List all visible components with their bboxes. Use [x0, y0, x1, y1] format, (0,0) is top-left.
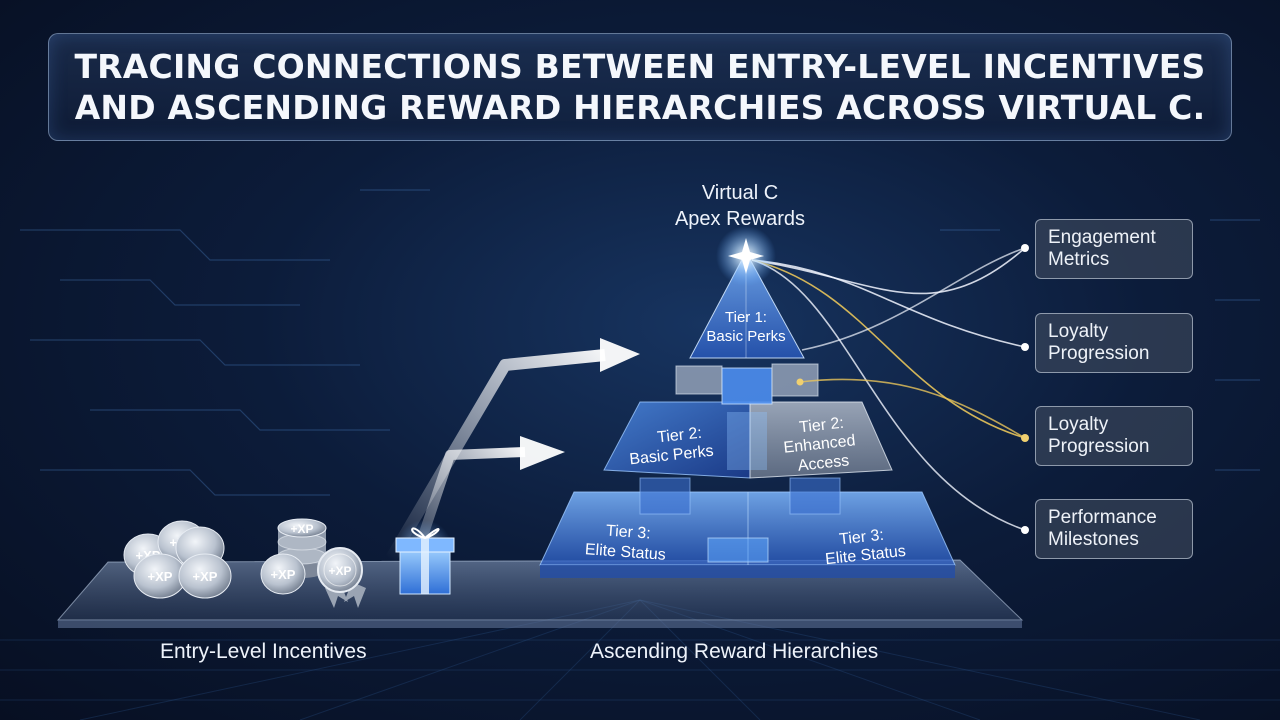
tier2-right-line1: Tier 2:	[798, 415, 844, 437]
ascending-arrow-upper	[384, 338, 640, 564]
connector-dots	[796, 244, 1029, 534]
xp-medal-label: +XP	[328, 564, 351, 578]
side-box-performance-milestones: Performance Milestones	[1035, 499, 1193, 559]
connector-loyalty-2	[751, 259, 1026, 439]
connector-engagement	[751, 247, 1026, 295]
title-line-2: AND ASCENDING REWARD HIERARCHIES ACROSS …	[74, 88, 1206, 127]
connector-tier1	[801, 247, 1026, 351]
svg-text:+XP: +XP	[148, 569, 173, 584]
title-banner: TRACING CONNECTIONS BETWEEN ENTRY-LEVEL …	[48, 33, 1232, 141]
xp-coin-cluster-left: +XP +XP +XP +XP	[123, 520, 232, 599]
xp-coin-icon: +XP	[260, 553, 306, 595]
apex-rewards-label: Virtual C Apex Rewards	[640, 180, 840, 232]
apex-star	[728, 238, 764, 274]
connector-performance	[751, 259, 1026, 531]
side-box-loyalty-progression-2: Loyalty Progression	[1035, 406, 1193, 466]
tier2-right-line3: Access	[797, 452, 850, 474]
svg-text:+XP: +XP	[193, 569, 218, 584]
title-line-1: TRACING CONNECTIONS BETWEEN ENTRY-LEVEL …	[74, 47, 1206, 86]
xp-coin-icon: +XP	[133, 553, 187, 599]
side-box-loyalty-progression-1: Loyalty Progression	[1035, 313, 1193, 373]
tier2-left-line1: Tier 2:	[656, 425, 702, 447]
tier3-left-line2: Elite Status	[584, 541, 666, 564]
tier1-line2: Basic Perks	[706, 328, 785, 345]
xp-coin-stack: +XP +XP	[260, 518, 327, 595]
circuit-lines-right	[940, 219, 1260, 471]
apex-label-line-2: Apex Rewards	[674, 208, 806, 230]
circuit-lines-left	[20, 189, 430, 496]
pyramid-tier3	[539, 477, 956, 578]
apex-label-line-1: Virtual C	[701, 182, 779, 204]
connector-cubes	[799, 378, 1026, 439]
gift-box-icon	[395, 520, 455, 595]
entry-level-incentives-label: Entry-Level Incentives	[160, 640, 367, 663]
tier3-left-line1: Tier 3:	[605, 522, 651, 542]
connector-loyalty-1	[751, 259, 1026, 348]
pyramid-cube-row	[675, 363, 819, 405]
tier1-line1: Tier 1:	[725, 309, 767, 326]
side-box-engagement-metrics: Engagement Metrics	[1035, 219, 1193, 279]
xp-coin-icon: +XP	[178, 553, 232, 599]
floor-platform-edge	[58, 620, 1022, 628]
ascending-reward-hierarchies-label: Ascending Reward Hierarchies	[590, 640, 879, 663]
connector-lines	[751, 247, 1026, 531]
xp-medal-icon: +XP	[317, 547, 366, 608]
tier3-right-line1: Tier 3:	[838, 527, 884, 549]
pyramid-tier2	[603, 401, 893, 479]
svg-text:+XP: +XP	[271, 567, 296, 582]
xp-coin-stack-label: +XP	[290, 522, 313, 536]
